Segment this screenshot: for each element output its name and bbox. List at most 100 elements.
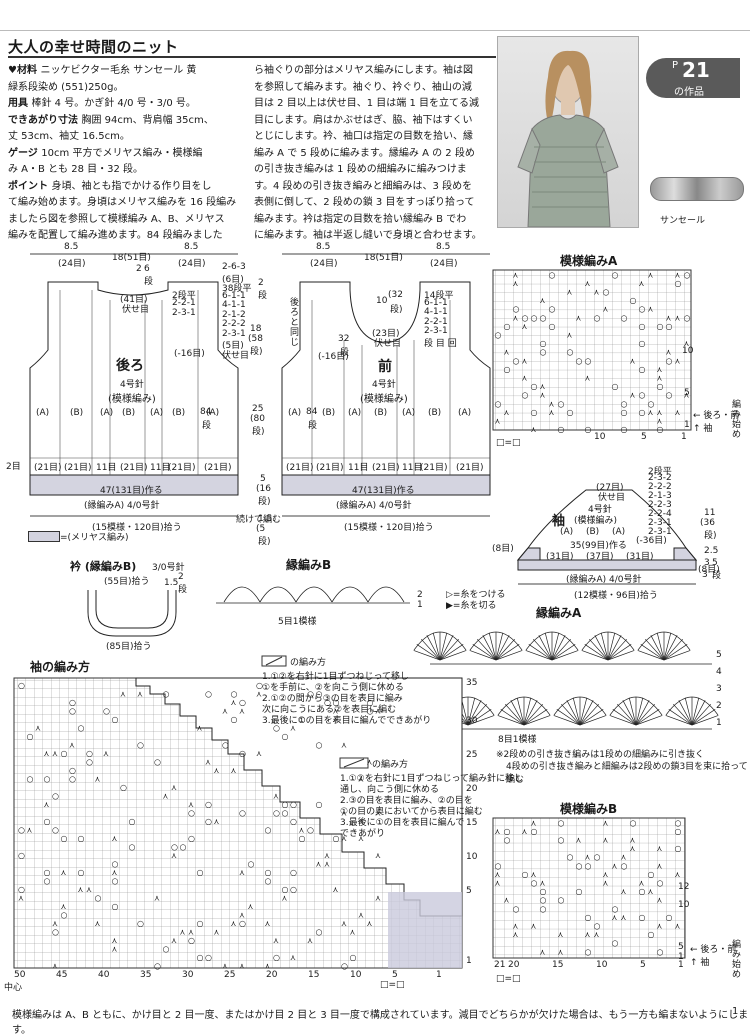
stitch-symbol: ○	[567, 408, 574, 417]
stitch-symbol: ○	[540, 348, 547, 357]
stitch-symbol: ○	[86, 749, 93, 758]
stitch-symbol: ○	[684, 270, 691, 279]
pattern-b-xtick: 5	[640, 960, 646, 970]
stitch-symbol: ⋏	[273, 792, 279, 801]
stitch-symbol: ○	[44, 877, 51, 886]
fan-arc	[553, 696, 607, 716]
material-label: 用具	[8, 98, 32, 109]
collar-outer	[87, 590, 177, 637]
stitch-symbol: ○	[52, 928, 59, 937]
sleeve-dim: 段)	[704, 531, 717, 541]
sleeve-dec: (-36目)	[636, 536, 667, 546]
stitch-symbol: ○	[282, 809, 289, 818]
stitch-symbol: ○	[290, 885, 297, 894]
stitch-symbol: ⋏	[630, 836, 636, 845]
back-shoulder-r: 8.5	[184, 242, 199, 252]
back-bottom-col: (21目)	[64, 463, 92, 473]
sleeve-top-bind: 伏せ目	[598, 493, 626, 503]
stitch-symbol: ○	[239, 919, 246, 928]
stitch-symbol: ⋏	[358, 775, 364, 784]
stitch-symbol: ⋏	[112, 936, 118, 945]
front-same-1: 後ろと	[290, 298, 300, 328]
front-needle: 4号針	[372, 380, 396, 390]
material-text: 胸囲 94cm、背肩幅 35cm、	[81, 114, 214, 126]
sleeve-chart-row: 5	[466, 886, 472, 896]
stitch-symbol: ⋏	[324, 860, 330, 869]
stitch-symbol: ○	[576, 887, 583, 896]
stitch-symbol: ⋏	[531, 425, 537, 434]
fan-stitch	[678, 700, 693, 726]
sleeve-right-item: 2-2-3	[648, 500, 672, 510]
back-col-label: (A)	[36, 408, 50, 418]
back-84: 84	[200, 407, 212, 417]
stitch-symbol: ○	[540, 339, 547, 348]
rib-a-note2: 4段めの引き抜き編みと細編みは2段めの鎖3目を束に拾って編む	[506, 762, 748, 785]
sleeve-right-item: 2-3-1	[648, 527, 672, 537]
front-dec: (-16目)	[318, 352, 349, 362]
instruction-line: ら袖ぐりの部分はメリヤス編みにします。袖は図	[254, 65, 473, 76]
stitch-symbol: ⋏	[375, 809, 381, 818]
stitch-symbol: ⋏	[290, 724, 296, 733]
sleeve-chart-center: 中心	[4, 983, 23, 993]
fan-stitch	[691, 703, 711, 726]
howto-step: ①を手前に、②を向こう側に休める	[262, 683, 404, 693]
fan-stitch	[421, 638, 441, 661]
back-bottom-col: (21目)	[120, 463, 148, 473]
stitch-symbol: ○	[648, 870, 655, 879]
stitch-symbol: ○	[333, 698, 340, 707]
sleeve-b3: (31目)	[626, 552, 654, 562]
stitch-symbol: ⋏	[341, 741, 347, 750]
stitch-symbol: ⋏	[214, 766, 220, 775]
stitch-symbol: ○	[675, 844, 682, 853]
stitch-symbol: ○	[585, 947, 592, 956]
fan-stitch	[600, 632, 609, 661]
sleeve-top-27: (27目)	[596, 483, 624, 493]
fan-stitch	[607, 638, 627, 661]
sleeve-pattern: (模様編み)	[574, 516, 618, 526]
stitch-symbol: ⋏	[375, 894, 381, 903]
rib-a-title: 縁編みA	[536, 606, 582, 620]
center-dim: (58	[248, 334, 263, 344]
stitch-symbol: ○	[675, 827, 682, 836]
stitch-symbol: ⋏	[657, 896, 663, 905]
stitch-symbol: ○	[621, 399, 628, 408]
stitch-symbol: ⋏	[35, 724, 41, 733]
stitch-symbol: ⋏	[549, 408, 555, 417]
pattern-b-grid	[492, 817, 686, 959]
stitch-symbol: ○	[540, 887, 547, 896]
fan-stitch	[637, 650, 665, 661]
back-right-col-item: (6目)	[222, 274, 244, 285]
stitch-symbol: ○	[163, 945, 170, 954]
stitch-symbol: ⋏	[666, 313, 672, 322]
stitch-symbol: ○	[576, 356, 583, 365]
stitch-symbol: ⋏	[594, 930, 600, 939]
front-cast: 47(131目)作る	[352, 486, 415, 496]
back-shoulder-l: 8.5	[64, 242, 79, 252]
stitch-symbol: ○	[171, 843, 178, 852]
stitch-symbol: ○	[648, 399, 655, 408]
fan-stitch	[684, 697, 693, 726]
header-rule	[0, 30, 750, 31]
stitch-symbol: ○	[44, 817, 51, 826]
back-neck-dan: 段	[144, 277, 154, 287]
stitch-symbol: ⋏	[239, 911, 245, 920]
material-row: 緑系段染め (551)250g。	[8, 80, 253, 97]
stitch-symbol: ⋏	[657, 861, 663, 870]
stitch-symbol: ○	[27, 775, 34, 784]
stitch-symbol: ○	[137, 919, 144, 928]
sleeve-chart-row: 30	[466, 716, 478, 726]
stitch-symbol: ○	[666, 322, 673, 331]
stitch-symbol: ⋏	[603, 305, 609, 314]
stitch-symbol: ⋏	[513, 313, 519, 322]
stitch-symbol: ○	[367, 698, 374, 707]
stitch-symbol: ⋏	[540, 947, 546, 956]
front-neck-23: (23目)	[372, 329, 400, 339]
back-dec: (-16目)	[174, 349, 205, 359]
front-diagram	[281, 253, 491, 517]
stitch-symbol: ○	[44, 868, 51, 877]
sleeve-right-item: 2-3-1	[648, 518, 672, 528]
stitch-symbol: ○	[273, 809, 280, 818]
fan-stitch	[553, 715, 581, 726]
fan-stitch	[551, 635, 566, 661]
center-dim: 5	[260, 474, 266, 484]
